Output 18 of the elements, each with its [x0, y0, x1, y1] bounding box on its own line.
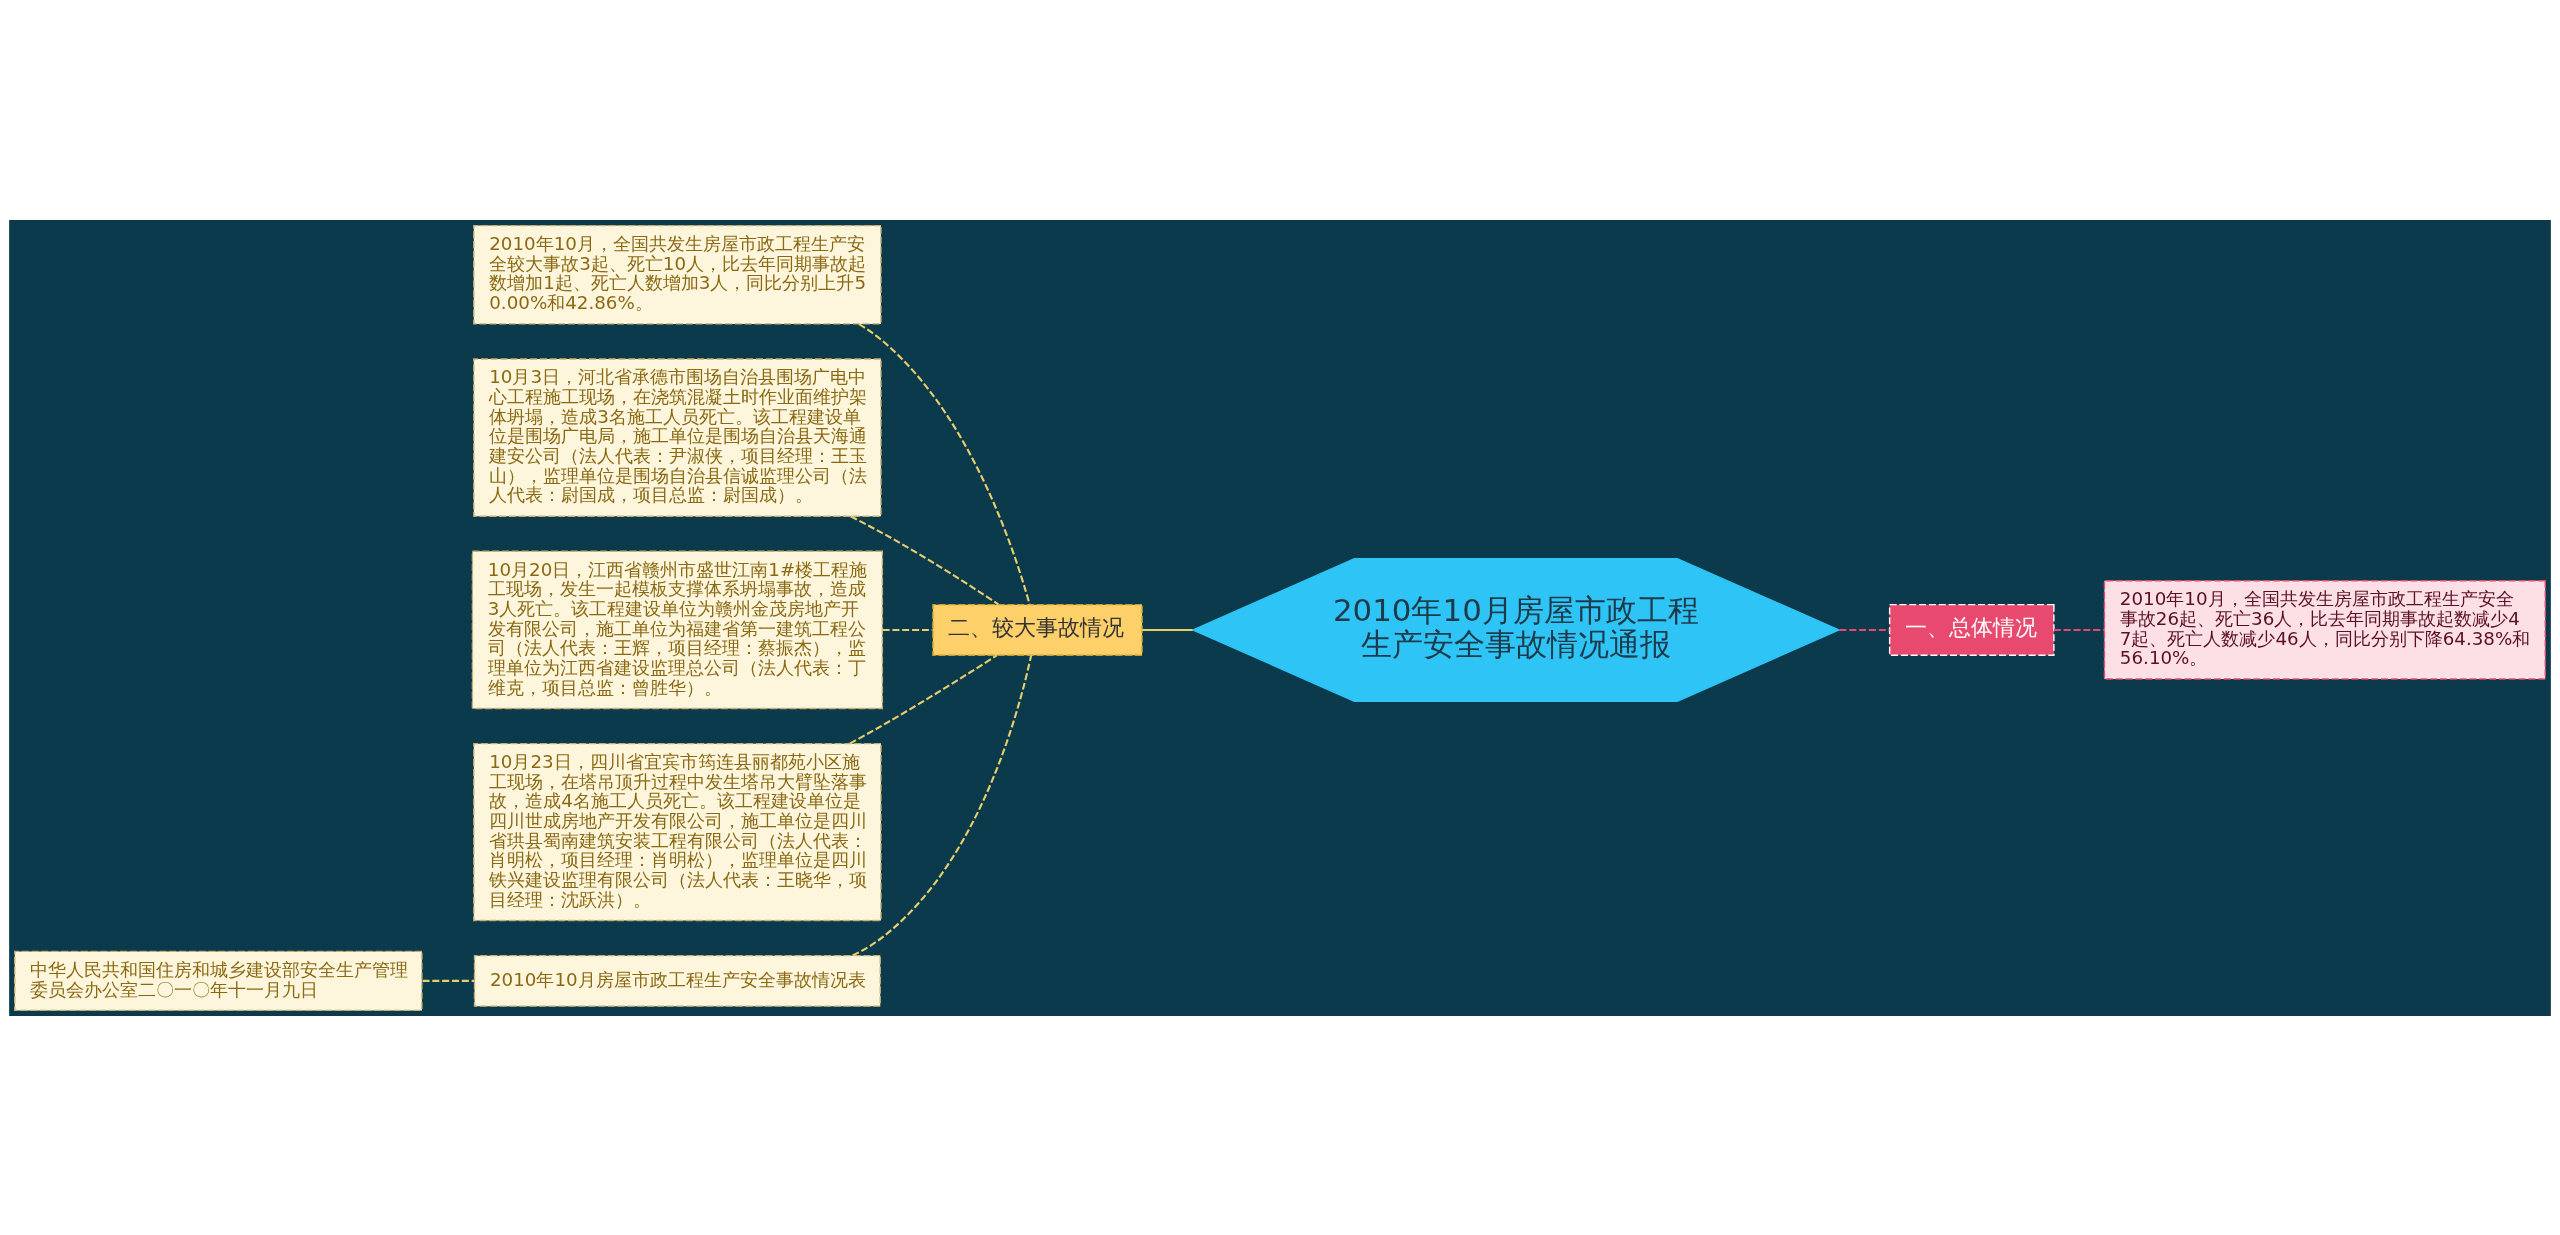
connector	[1839, 628, 1890, 631]
connector	[849, 654, 998, 745]
connector	[2053, 628, 2105, 631]
node-box: 10月20日，江西省赣州市盛世江南1#楼工程施工现场，发生一起模板支撑体系坍塌事故，造成3人死亡。该工程建设单位为赣州金茂房地产开发有限公司，施工单位为福建省第一建筑工程公司（法人代表：王辉，项目经理：蔡振杰），监理单位为江西省建设监理总公司（法人代表：丁维克，项目总监：曾胜华）。	[471, 550, 884, 709]
connector	[882, 628, 933, 631]
node-box: 中华人民共和国住房和城乡建设部安全生产管理委员会办公室二〇一〇年十一月九日	[14, 950, 423, 1011]
connector	[852, 654, 1033, 956]
connector	[1142, 628, 1193, 631]
node-box: 2010年10月，全国共发生房屋市政工程生产安全较大事故3起、死亡10人，比去年同期事故起数增加1起、死亡人数增加3人，同比分别上升50.00%和42.86%。	[473, 224, 882, 325]
node-box: 2010年10月，全国共发生房屋市政工程生产安全事故26起、死亡36人，比去年同期事故起数减少47起、死亡人数减少46人，同比分别下降64.38%和56.10%。	[2103, 579, 2546, 680]
node-box: 10月3日，河北省承德市围场自治县围场广电中心工程施工现场，在浇筑混凝土时作业面维护架体坍塌，造成3名施工人员死亡。该工程建设单位是围场广电局，施工单位是围场自治县天海通建安公司（法人代表：尹淑侠，项目经理：王玉山），监理单位是围场自治县信诚监理公司（法人代表：尉国成，项目总监：尉国成）。	[473, 357, 882, 517]
connector	[850, 514, 999, 605]
node-box: 10月23日，四川省宜宾市筠连县丽都苑小区施工现场，在塔吊顶升过程中发生塔吊大臂坠落事故，造成4名施工人员死亡。该工程建设单位是四川世成房地产开发有限公司，施工单位是四川省珙县蜀南建筑安装工程有限公司（法人代表：肖明松，项目经理：肖明松），监理单位是四川铁兴建设监理有限公司（法人代表：王晓华，项目经理：沈跃洪）。	[473, 742, 882, 921]
node-box: 二、较大事故情况	[932, 603, 1143, 656]
connector	[422, 979, 475, 982]
node-box: 一、总体情况	[1888, 603, 2055, 656]
connector	[858, 322, 1031, 605]
node-box: 2010年10月房屋市政工程生产安全事故情况表	[473, 954, 881, 1007]
